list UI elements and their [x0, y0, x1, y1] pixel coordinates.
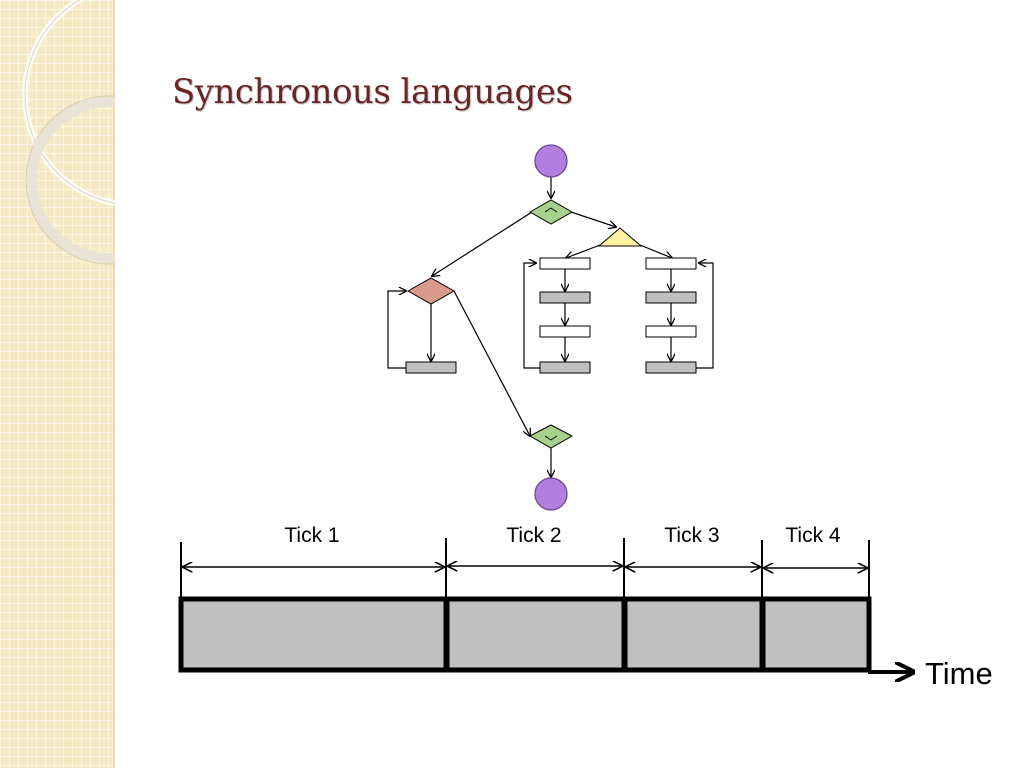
decision-node-left [406, 277, 456, 305]
tick-label-3: Tick 3 [664, 524, 719, 547]
tick-block-2 [444, 596, 627, 673]
loop-branch-a [523, 263, 540, 369]
process-b4 [645, 361, 697, 374]
process-b1 [645, 257, 697, 270]
start-node [534, 144, 568, 178]
tick-block-4 [760, 596, 872, 673]
fork-node [597, 227, 643, 247]
decorative-rings [22, 0, 115, 265]
tick-label-4: Tick 4 [785, 524, 841, 547]
edge-fork-to-branch-a [566, 244, 601, 258]
edge-left-decision-to-merge [453, 290, 530, 436]
loop-left [387, 291, 406, 369]
tick-block-3 [622, 596, 765, 673]
flowchart [387, 177, 714, 477]
timeline: Tick 1 Tick 2 Tick 3 Tick 4 Time [178, 524, 993, 691]
decision-node-top [528, 199, 574, 225]
process-a2 [539, 291, 591, 304]
process-a4 [539, 361, 591, 374]
loop-branch-b [696, 263, 714, 369]
merge-node [528, 424, 574, 449]
tick-label-2: Tick 2 [506, 524, 561, 547]
tick-block-1 [178, 596, 449, 673]
flowchart-nodes [405, 144, 697, 511]
edge-fork-to-branch-b [639, 244, 672, 258]
end-node [534, 477, 568, 511]
decorative-sidebar [0, 0, 115, 768]
edge-decision-to-left-decision [432, 211, 533, 276]
edge-decision-to-fork [570, 211, 616, 227]
process-left [405, 361, 457, 374]
process-b3 [645, 325, 697, 338]
process-a1 [539, 257, 591, 270]
time-axis-label: Time [925, 656, 993, 691]
tick-label-1: Tick 1 [284, 524, 339, 547]
slide-title: Synchronous languages [172, 72, 573, 112]
process-b2 [645, 291, 697, 304]
process-a3 [539, 325, 591, 338]
